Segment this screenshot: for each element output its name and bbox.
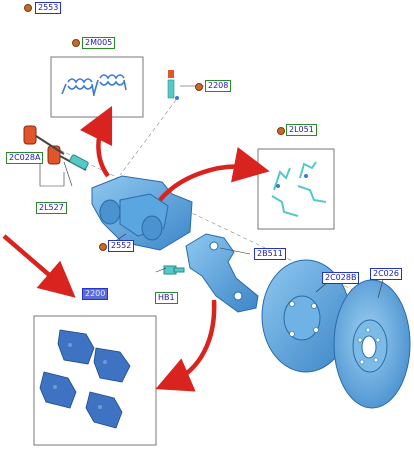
callout-2C026[interactable]: 2C026 [370, 268, 402, 280]
arrow-to-pads-bottom [155, 299, 217, 392]
callout-2552[interactable]: 2552 [108, 240, 135, 252]
splash-shield [261, 259, 351, 373]
return-spring-right [93, 74, 127, 95]
callout-2L051[interactable]: 2L051 [286, 124, 317, 136]
callout-2553[interactable]: 2553 [35, 2, 62, 14]
callout-dot-2208 [195, 83, 203, 91]
arrow-to-pads-left [2, 234, 76, 298]
callout-2L527[interactable]: 2L527 [36, 202, 67, 214]
callout-2C028A[interactable]: 2C028A [6, 152, 44, 164]
bracket-bolt-hb1 [163, 265, 185, 275]
bleed-screw [167, 70, 179, 100]
arrow-to-clips [158, 147, 270, 202]
callout-2M005[interactable]: 2M005 [82, 37, 116, 49]
callout-2C028B[interactable]: 2C028B [322, 272, 360, 284]
caliper-guide-bolts [23, 125, 89, 171]
callout-2208[interactable]: 2208 [205, 80, 232, 92]
callout-dot-2553 [24, 4, 32, 12]
pad-clip-right [297, 161, 327, 203]
callout-2B511[interactable]: 2B511 [254, 248, 286, 260]
direction-arrows [2, 105, 270, 392]
callout-dot-2M005 [72, 39, 80, 47]
callout-dot-2L051 [277, 127, 285, 135]
caliper-anchor-bracket [185, 233, 259, 313]
return-spring-left [61, 78, 95, 97]
leader-line [119, 99, 177, 176]
brake-pads [39, 329, 131, 429]
pad-clip-box [257, 148, 335, 230]
arrow-to-springs [79, 105, 113, 178]
callout-2200[interactable]: 2200 [82, 288, 109, 300]
callout-dot-2552 [99, 243, 107, 251]
pad-clip-left [271, 167, 299, 217]
brake-disc [333, 279, 411, 409]
callout-HB1[interactable]: HB1 [155, 292, 178, 304]
